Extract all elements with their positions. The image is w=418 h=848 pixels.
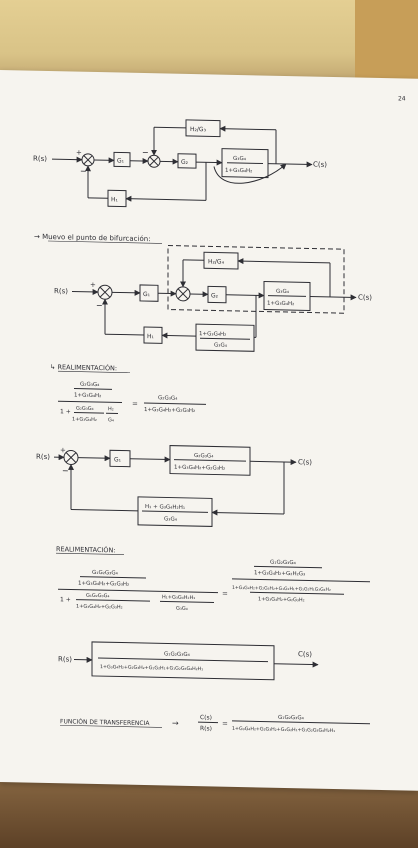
svg-text:−: −	[62, 466, 69, 475]
d3-fwd-den: 1+G₃G₄H₂+G₂G₃H₂	[174, 465, 225, 472]
f1-equals: =	[132, 400, 138, 408]
f2-equals: =	[222, 590, 228, 598]
d1-summing-junction-1	[81, 153, 95, 167]
f2-rhs-num-den: 1+G₃G₄H₂+G₂H₂G₃	[254, 570, 305, 577]
d3-summing-junction	[63, 449, 79, 465]
d2-feedback-top-label: H₂/G₄	[208, 258, 225, 265]
d4-closed-loop-block	[91, 641, 275, 681]
d3-fb-num: H₁ + G₃G₄H₂H₁	[145, 504, 185, 511]
note-move-branch-point: → Muevo el punto de bifurcación:	[34, 233, 151, 243]
transfer-lhs-num: C(s)	[200, 714, 212, 721]
f1-den-h-den: G₄	[108, 417, 114, 423]
d2-fb-num: 1+G₃G₄H₂	[199, 331, 226, 338]
transfer-arrow: →	[172, 719, 179, 728]
f2-lhs-den-a-num: G₁G₂G₃G₄	[86, 593, 110, 599]
d2-g2-label: G₂	[211, 292, 219, 299]
d2-input-label: R(s)	[54, 287, 68, 295]
d1-summing-junction-2	[147, 154, 161, 168]
d3-input-label: R(s)	[36, 453, 50, 461]
f2-lhs-num-num: G₁G₂G₃G₄	[92, 570, 119, 577]
feedback2-heading: REALIMENTACIÓN:	[56, 544, 116, 554]
d3-g1-label: G₁	[114, 456, 122, 463]
d1-g1-label: G₁	[117, 157, 125, 164]
transfer-function: FUNCIÓN DE TRANSFERENCIA → C(s) R(s) = G…	[60, 714, 370, 734]
d1-g2-block	[177, 153, 197, 169]
block-diagram-3: R(s) + − G₁ G₂G₃G₄ 1+G₃G₄H₂+G₂G₃H₂ C(s)	[36, 445, 312, 527]
d4-num: G₁G₂G₃G₄	[164, 651, 191, 658]
d2-summing-junction-2	[175, 286, 191, 302]
f1-den-mid-num: G₂G₃G₄	[76, 406, 94, 412]
d2-output-label: C(s)	[358, 293, 372, 301]
transfer-rhs-num: G₁G₂G₃G₄	[278, 715, 305, 722]
f1-den-h-num: H₂	[108, 406, 114, 412]
svg-text:+: +	[76, 149, 82, 157]
page-number: 24	[398, 95, 406, 102]
desk-background-right	[355, 0, 418, 90]
d2-moved-feedback-block	[195, 323, 255, 352]
d1-g2-label: G₂	[181, 159, 189, 166]
d2-h1-label: H₁	[147, 333, 155, 340]
f1-num-den: 1+G₃G₄H₂	[74, 393, 101, 400]
d2-fb-den: G₃G₄	[214, 342, 228, 348]
d2-tf-num: G₃G₄	[276, 289, 290, 295]
d4-output-label: C(s)	[298, 650, 312, 658]
svg-text:+: +	[90, 281, 96, 289]
transfer-lhs-den: R(s)	[200, 725, 212, 732]
f2-lhs-den-prefix: 1 +	[60, 596, 71, 603]
d1-g1-block	[113, 151, 131, 168]
transfer-rhs-den: 1+G₃G₄H₂+G₂G₃H₂+G₁G₂H₁+G₁G₂G₃G₄H₂H₁	[232, 726, 335, 734]
handwritten-notes: 24 R(s) + − G₁ −	[33, 95, 406, 734]
d2-summing-junction-1	[97, 284, 113, 300]
svg-text:−: −	[142, 148, 149, 157]
d1-input-label: R(s)	[33, 155, 47, 163]
d4-den: 1+G₃G₄H₂+G₂G₃H₂+G₁G₂H₁+G₁G₂G₃G₄H₂H₁	[100, 664, 203, 672]
notebook-page: 24 R(s) + − G₁ −	[0, 70, 418, 791]
f1-res-den: 1+G₃G₄H₂+G₂G₃H₂	[144, 407, 195, 414]
d1-feedback-top-label: H₂/G₃	[190, 126, 207, 133]
transfer-label: FUNCIÓN DE TRANSFERENCIA	[60, 718, 150, 727]
feedback1-heading: ↳ REALIMENTACIÓN:	[50, 362, 117, 372]
f2-lhs-den-b-num: H₁+G₃G₄H₂H₁	[162, 594, 195, 601]
f1-den-prefix: 1 +	[60, 408, 71, 415]
f2-lhs-num-den: 1+G₃G₄H₂+G₂G₃H₂	[78, 581, 129, 588]
d1-tf-den: 1+G₃G₄H₂	[225, 168, 252, 175]
f1-res-num: G₂G₃G₄	[158, 395, 178, 401]
d1-tf-num: G₃G₄	[233, 156, 247, 162]
svg-text:+: +	[60, 446, 66, 454]
svg-text:−: −	[96, 301, 103, 310]
block-diagram-4: R(s) G₁G₂G₃G₄ 1+G₃G₄H₂+G₂G₃H₂+G₁G₂H₁+G₁G…	[58, 641, 319, 681]
d1-h1-label: H₁	[111, 196, 119, 203]
f2-lhs-den-a-den: 1+G₃G₄H₂+G₂G₃H₂	[76, 604, 123, 611]
d1-output-label: C(s)	[313, 161, 327, 169]
d2-tf-den: 1+G₃G₄H₂	[267, 301, 294, 308]
block-diagram-1: R(s) + − G₁ − G₂	[33, 119, 327, 208]
block-diagram-2: R(s) + − G₁ G₂	[54, 245, 372, 352]
f2-rhs-den-den: 1+G₃G₄H₂+G₂G₃H₂	[258, 596, 305, 603]
d3-fb-den: G₃G₄	[164, 516, 178, 522]
svg-text:−: −	[80, 167, 87, 176]
d4-input-label: R(s)	[58, 655, 72, 663]
f2-rhs-num-num: G₁G₂G₃G₄	[270, 560, 297, 567]
f1-num-num: G₂G₃G₄	[80, 382, 100, 388]
f2-rhs-den-num: 1+G₃G₄H₂+G₂G₃H₂+G₁G₂H₁+G₁G₂H₁G₃G₄H₂	[232, 585, 331, 593]
f1-den-mid-den: 1+G₃G₄H₂	[72, 417, 97, 424]
f2-lhs-den-b-den: G₃G₄	[176, 606, 188, 612]
d2-g1-label: G₁	[143, 291, 151, 298]
d3-output-label: C(s)	[298, 458, 312, 466]
transfer-equals: =	[222, 720, 228, 728]
feedback-reduction-2: REALIMENTACIÓN: G₁G₂G₃G₄ 1+G₃G₄H₂+G₂G₃H₂…	[56, 544, 370, 612]
d3-fwd-num: G₂G₃G₄	[194, 453, 214, 459]
feedback-reduction-1: ↳ REALIMENTACIÓN: G₂G₃G₄ 1+G₃G₄H₂ 1 + G₂…	[50, 362, 206, 424]
